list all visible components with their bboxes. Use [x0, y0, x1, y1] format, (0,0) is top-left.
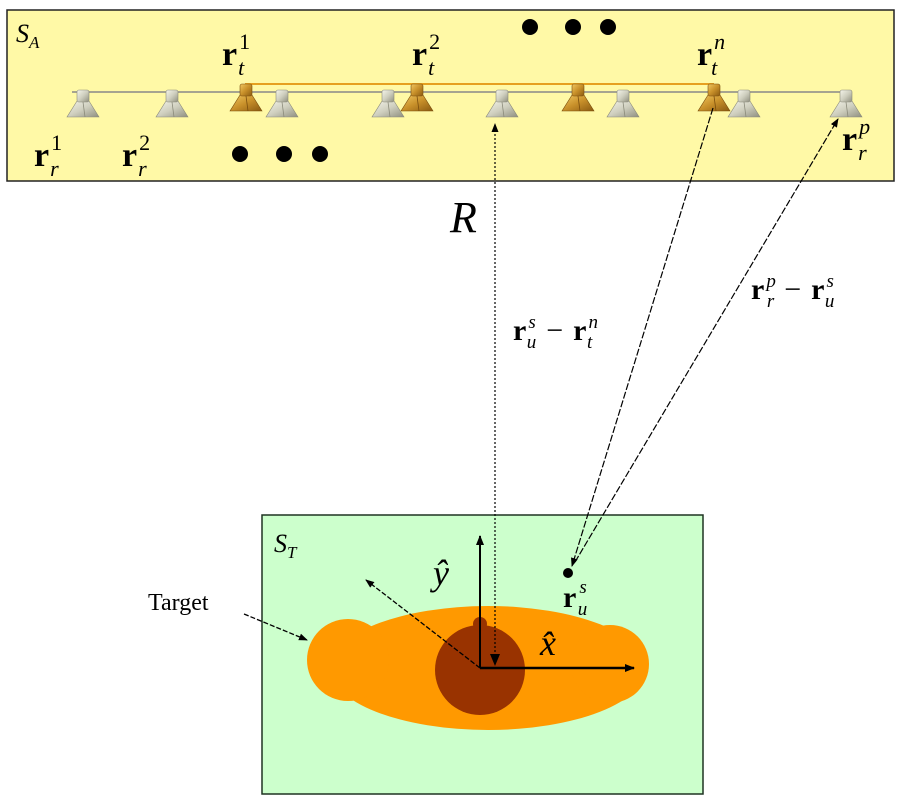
target-inner-core [435, 625, 525, 715]
transmitter-antenna-icon [400, 83, 434, 112]
receiver-antenna-icon [485, 89, 519, 118]
target-label: Target [148, 590, 209, 616]
receiver-antenna-icon [606, 89, 640, 118]
receiver-antenna-icon [155, 89, 189, 118]
transmitter-ellipsis [522, 19, 616, 35]
receiver-antenna-icon [265, 89, 299, 118]
transmitter-antenna-icon [229, 83, 263, 112]
scatter-to-rx-line [574, 118, 839, 563]
receiver-antenna-icon [829, 89, 863, 118]
tx-to-scatter-line [571, 107, 714, 567]
target-label-arrow [243, 613, 308, 641]
receiver-antenna-icon [371, 89, 405, 118]
receiver-ellipsis [232, 146, 328, 162]
scatter-point [563, 568, 573, 578]
x-axis-label: x̂ [539, 623, 556, 663]
range-line-bottom-arrowhead [490, 654, 500, 666]
transmitter-antenna-icon [561, 83, 595, 112]
range-label: R [449, 193, 477, 242]
transmitter-antennas [229, 83, 731, 112]
transmitter-antenna-icon [697, 83, 731, 112]
receiver-antennas [66, 89, 863, 118]
target-region-label: ST [274, 529, 298, 562]
receiver-antenna-icon [66, 89, 100, 118]
target-radius-arrow [365, 579, 481, 669]
antenna-region-label: SA [16, 19, 40, 52]
y-axis-label: ŷ [430, 553, 449, 593]
receiver-antenna-icon [727, 89, 761, 118]
